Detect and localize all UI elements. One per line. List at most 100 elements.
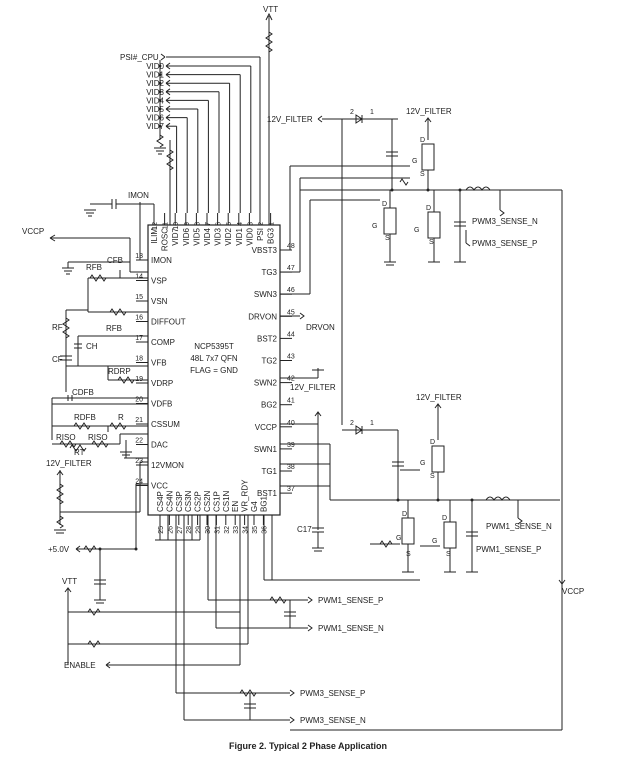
cdfb-label: CDFB [72,388,94,397]
ic-pin-21-name: CSSUM [151,420,180,429]
ic-pin-48-number: 48 [287,243,295,250]
vid-label-2: VID2 [146,79,164,88]
ic-pin-9-number: 9 [184,222,191,226]
ic-pin-14-number: 14 [135,274,143,281]
pwm3-sense-n-top: PWM3_SENSE_N [472,217,538,226]
ic-pin-28-name: CS3N [184,490,193,512]
enable-net: VTT ENABLE [62,515,249,670]
ic-pin-24-name: VCC [151,482,168,491]
ic-pin-22-number: 22 [135,438,143,445]
cf-label: CF [52,355,63,364]
ic-pin-24-number: 24 [135,479,143,486]
diode-p1-1: 1 [370,420,374,427]
filter-12v-p1: 12V_FILTER [416,393,462,402]
ic-pin-34-number: 34 [243,526,250,534]
ic-pin-12-name: ILIM [150,228,159,244]
mos-p1h-d: D [430,439,435,446]
ic-pin-1-number: 1 [269,222,276,226]
ic-flag: FLAG = GND [190,366,238,375]
riso2-label: RISO [88,433,108,442]
ic-pin-11-number: 11 [163,222,170,229]
ic-pin-40-name: VCCP [255,423,277,432]
enable-label: ENABLE [64,661,96,670]
ic-pin-33-number: 33 [233,526,240,534]
imon-net: IMON [84,191,155,261]
ic-pin-18-name: VFB [151,359,167,368]
vccp-rail: VCCP [290,190,584,731]
driver-traces: DRVON 12V_FILTER C17 [280,165,560,552]
ic-pin-29-name: CS2P [194,491,203,512]
imon-label: IMON [128,191,149,200]
ic-pin-6-number: 6 [216,222,223,226]
plus5v-label: +5.0V [48,545,70,554]
phase1-stage: 2 1 12V_FILTER D G S D G S D G S [342,393,552,573]
drvon-label: DRVON [306,323,335,332]
mos-p1h-g: G [420,460,425,467]
ic-pin-43-name: TG2 [261,357,277,366]
ic-pin-7-name: VID4 [203,227,212,245]
ic-pin-20-number: 20 [135,397,143,404]
ic-pin-40-number: 40 [287,420,295,427]
rosc-resistor [166,140,174,225]
vccp-left-net: VCCP [22,227,148,273]
ic-pin-1-name: BG3 [267,227,276,244]
mos-p3l-d: D [382,201,387,208]
ic-pin-14-name: VSP [151,277,167,286]
pwm1-sense-n-bottom: PWM1_SENSE_N [318,624,384,633]
ic-pin-35-number: 35 [252,526,259,534]
ic-pin-38-number: 38 [287,464,295,471]
psi-cpu-net: PSI#_CPU [120,53,261,225]
ic-pin-32-number: 32 [224,526,231,534]
ic-pin-5-name: VID2 [224,227,233,245]
feedback-network: RFB CFB RFB RF CH CF RDRP [52,256,148,392]
ic-pin-42-name: SWN2 [254,379,278,388]
ic-pin-39-number: 39 [287,442,295,449]
filter-12v-p3a: 12V_FILTER [267,115,313,124]
rf-label: RF [52,323,63,332]
ic-pin-44-name: BST2 [257,334,278,343]
pwm1-sense-p-top: PWM1_SENSE_P [476,545,541,554]
ic-pin-21-number: 21 [135,417,143,424]
ic-pin-28-number: 28 [186,526,193,534]
ic-pin-30-name: CS2N [203,490,212,512]
mos-p1l-d: D [402,511,407,518]
ic-name: NCP5395T [194,342,234,351]
ic-pin-31-number: 31 [214,526,221,534]
ic-pin-10-number: 10 [173,222,180,230]
r-label: R [118,413,124,422]
vccp-right-label: VCCP [562,587,584,596]
ic-pin-25-number: 25 [158,526,165,534]
vid-label-4: VID4 [146,96,164,105]
vtt-bottom-label: VTT [62,577,77,586]
mos-p3l2-d: D [426,205,431,212]
ic-pin-25-name: CS4P [156,491,165,512]
ch-label: CH [86,342,98,351]
mos-p1h-s: S [430,473,435,480]
pwm3-sense-p-top: PWM3_SENSE_P [472,239,537,248]
cfb-label: CFB [107,256,123,265]
ic-pin-20-name: VDFB [151,400,172,409]
ic-pin-45-number: 45 [287,309,295,316]
ic-package: 48L 7x7 QFN [190,354,238,363]
ic-pin-3-name: VID0 [245,227,254,245]
ic-pin-27-name: CS3P [175,491,184,512]
mos-p3h-g: G [412,158,417,165]
diode-p1-2: 2 [350,420,354,427]
psi-cpu-label: PSI#_CPU [120,53,159,62]
ic-pin-43-number: 43 [287,354,295,361]
ic-pin-13-name: IMON [151,256,172,265]
ic-pin-41-number: 41 [287,398,295,405]
pwm1-sense-p-bottom: PWM1_SENSE_P [318,596,383,605]
filter-12v-mid: 12V_FILTER [290,383,336,392]
figure-caption: Figure 2. Typical 2 Phase Application [229,741,387,751]
ic-pin-35-name: G4 [250,501,259,512]
ic-pin-4-name: VID1 [235,227,244,245]
vtt-top-label: VTT [263,5,278,14]
riso1-label: RISO [56,433,76,442]
vtt-top-net: VTT [263,5,278,225]
ic-pin-7-number: 7 [205,222,212,226]
ic-right-pins: 48VBST347TG346SWN345DRVON44BST243TG242SW… [248,243,295,498]
ic-pin-29-number: 29 [196,526,203,534]
supply-5v: +5.0V [48,483,148,604]
current-sense-network: CDFB RDFB R RISO RISO RT [51,388,148,459]
